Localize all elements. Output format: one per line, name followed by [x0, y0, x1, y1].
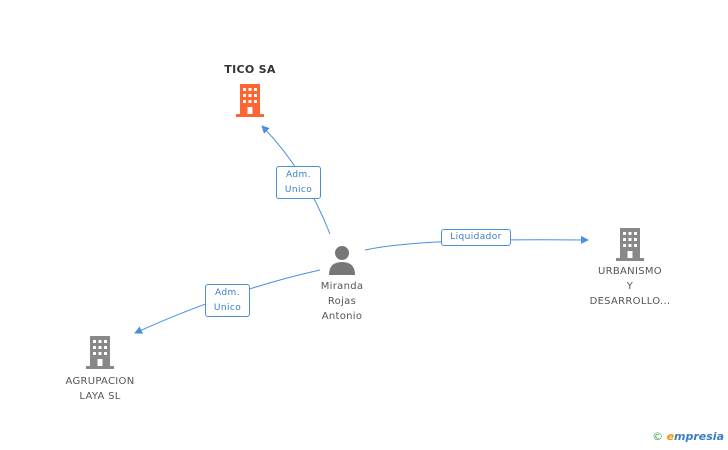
empresia-logo: © empresia: [652, 430, 724, 443]
edge-label-line: Unico: [284, 185, 313, 195]
company-name-line: DESARROLLO...: [589, 296, 671, 307]
company-node-agrupacion[interactable]: AGRUPACION LAYA SL: [50, 334, 150, 404]
company-name-line: AGRUPACION: [65, 376, 135, 387]
building-icon: [86, 336, 114, 369]
company-name-line: URBANISMO: [598, 266, 662, 277]
building-icon: [236, 84, 264, 117]
edge-label-line: Adm.: [286, 170, 311, 180]
brand-e: e: [666, 430, 675, 443]
company-node-tico[interactable]: TICO SA: [200, 62, 300, 118]
person-node-miranda[interactable]: Miranda Rojas Antonio: [302, 244, 382, 324]
company-name: TICO SA: [224, 63, 276, 76]
person-icon: [329, 246, 355, 275]
person-name-line: Rojas: [327, 296, 357, 307]
company-node-urbanismo[interactable]: URBANISMO Y DESARROLLO...: [578, 226, 682, 309]
edge-label-line: Adm.: [215, 288, 240, 298]
person-name-line: Antonio: [321, 311, 363, 322]
edge-label-adm-unico-agrupacion: Adm. Unico: [205, 284, 250, 317]
company-name-line: LAYA SL: [79, 391, 121, 402]
brand-rest: mpresia: [674, 430, 724, 443]
person-name-line: Miranda: [320, 281, 364, 292]
company-name-line: Y: [626, 281, 634, 292]
building-icon: [616, 228, 644, 261]
edge-label-liquidador: Liquidador: [441, 229, 511, 246]
edge-label-adm-unico-tico: Adm. Unico: [276, 166, 321, 199]
edge-label-text: Liquidador: [450, 232, 502, 242]
copyright-symbol: ©: [652, 430, 664, 443]
edge-label-line: Unico: [213, 303, 242, 313]
